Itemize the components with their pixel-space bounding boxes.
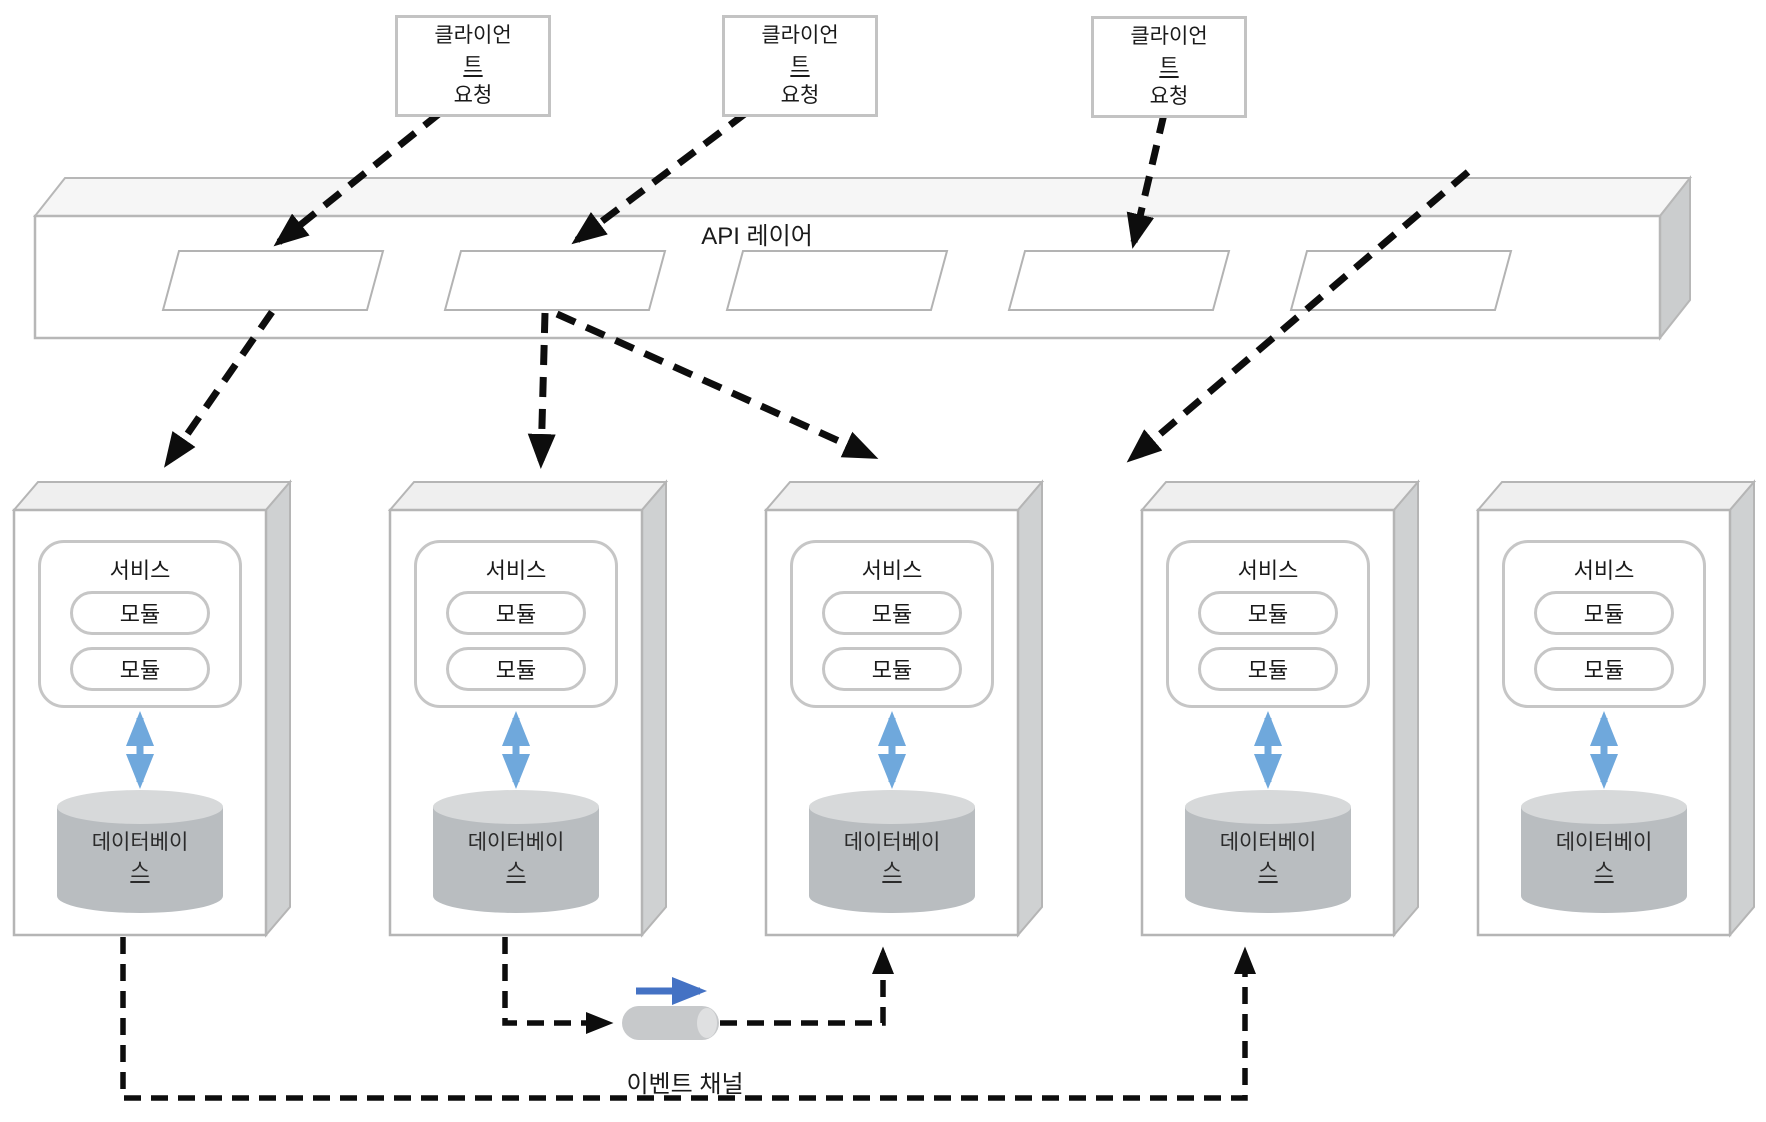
api-layer-slot-3 bbox=[725, 250, 949, 311]
database-label-line: 데이터베이 bbox=[467, 831, 565, 854]
database-cylinder-top bbox=[433, 790, 599, 824]
module-pill: 모듈 bbox=[1534, 647, 1674, 691]
client-request-label: 클라이언 bbox=[761, 24, 839, 48]
module-label: 모듈 bbox=[119, 602, 161, 627]
service-panel-2: 서비스 모듈 모듈 bbox=[414, 540, 618, 708]
database-label-line: 데이터베이 bbox=[1219, 831, 1317, 854]
service-title: 서비스 bbox=[861, 558, 923, 583]
database-cylinder-5: 데이터베이 스 bbox=[1521, 790, 1687, 913]
database-cylinder-top bbox=[57, 790, 223, 824]
api-layer-slot-5 bbox=[1289, 250, 1513, 311]
event-channel-pipe bbox=[622, 1006, 719, 1040]
module-pill: 모듈 bbox=[70, 591, 210, 635]
module-label: 모듈 bbox=[871, 602, 913, 627]
database-label: 데이터베이 스 bbox=[1185, 828, 1351, 887]
database-cylinder-top bbox=[1185, 790, 1351, 824]
module-pill: 모듈 bbox=[822, 591, 962, 635]
api-to-service4-arrow bbox=[1126, 169, 1471, 463]
service1-to-service4-event-line bbox=[120, 937, 1256, 1101]
client-request-box-2: 클라이언 트 요청 bbox=[722, 15, 878, 117]
service2-to-pipe-line bbox=[502, 937, 614, 1034]
database-label-line: 데이터베이 bbox=[91, 831, 189, 854]
client-request-label: 요청 bbox=[1149, 84, 1189, 108]
service-title: 서비스 bbox=[1573, 558, 1635, 583]
database-label-line: 스 bbox=[1594, 860, 1614, 884]
database-cylinder-1: 데이터베이 스 bbox=[57, 790, 223, 913]
database-cylinder-top bbox=[1521, 790, 1687, 824]
module-label: 모듈 bbox=[1583, 658, 1625, 683]
client-request-label: 요청 bbox=[453, 83, 493, 107]
api-layer-slot-1 bbox=[161, 250, 385, 311]
module-pill: 모듈 bbox=[1534, 591, 1674, 635]
module-pill: 모듈 bbox=[1198, 647, 1338, 691]
service-panel-4: 서비스 모듈 모듈 bbox=[1166, 540, 1370, 708]
service-title: 서비스 bbox=[109, 558, 171, 583]
module-label: 모듈 bbox=[119, 658, 161, 683]
database-cylinder-body bbox=[433, 807, 599, 913]
service-panel-1: 서비스 모듈 모듈 bbox=[38, 540, 242, 708]
database-cylinder-body bbox=[809, 807, 975, 913]
client-request-label: 트 bbox=[1159, 55, 1179, 79]
api-layer-bar bbox=[32, 175, 1693, 341]
service-panel-5: 서비스 모듈 모듈 bbox=[1502, 540, 1706, 708]
module-pill: 모듈 bbox=[822, 647, 962, 691]
client-request-label: 트 bbox=[463, 54, 483, 78]
api-layer-slot-2 bbox=[443, 250, 667, 311]
module-pill: 모듈 bbox=[446, 647, 586, 691]
module-label: 모듈 bbox=[871, 658, 913, 683]
database-label-line: 데이터베이 bbox=[1555, 831, 1653, 854]
service-title: 서비스 bbox=[485, 558, 547, 583]
client2-to-api-arrow bbox=[571, 110, 749, 245]
database-label-line: 데이터베이 bbox=[843, 831, 941, 854]
module-label: 모듈 bbox=[1247, 602, 1289, 627]
event-channel-label: 이벤트 채널 bbox=[626, 1071, 744, 1098]
client3-to-api-arrow bbox=[1126, 113, 1168, 249]
client-request-label: 요청 bbox=[780, 83, 820, 107]
service-panel-3: 서비스 모듈 모듈 bbox=[790, 540, 994, 708]
client1-to-api-arrow bbox=[273, 110, 443, 247]
database-cylinder-body bbox=[1185, 807, 1351, 913]
api-layer-slot-4 bbox=[1007, 250, 1231, 311]
client-request-box-3: 클라이언 트 요청 bbox=[1091, 16, 1247, 118]
module-label: 모듈 bbox=[1247, 658, 1289, 683]
client-request-label: 트 bbox=[790, 54, 810, 78]
database-label: 데이터베이 스 bbox=[809, 828, 975, 887]
database-label: 데이터베이 스 bbox=[1521, 828, 1687, 887]
module-label: 모듈 bbox=[495, 658, 537, 683]
database-cylinder-3: 데이터베이 스 bbox=[809, 790, 975, 913]
database-label-line: 스 bbox=[130, 860, 150, 884]
client-request-label: 클라이언 bbox=[1130, 25, 1208, 49]
module-pill: 모듈 bbox=[1198, 591, 1338, 635]
database-cylinder-body bbox=[57, 807, 223, 913]
database-label: 데이터베이 스 bbox=[433, 828, 599, 887]
service-title: 서비스 bbox=[1237, 558, 1299, 583]
client-request-box-1: 클라이언 트 요청 bbox=[395, 15, 551, 117]
api-to-service2-arrow bbox=[527, 312, 556, 469]
module-pill: 모듈 bbox=[70, 647, 210, 691]
module-label: 모듈 bbox=[495, 602, 537, 627]
database-label: 데이터베이 스 bbox=[57, 828, 223, 887]
database-label-line: 스 bbox=[882, 860, 902, 884]
client-request-label: 클라이언 bbox=[434, 24, 512, 48]
database-cylinder-top bbox=[809, 790, 975, 824]
pipe-to-service3-line bbox=[720, 946, 894, 1026]
database-label-line: 스 bbox=[1258, 860, 1278, 884]
database-cylinder-2: 데이터베이 스 bbox=[433, 790, 599, 913]
database-cylinder-4: 데이터베이 스 bbox=[1185, 790, 1351, 913]
module-label: 모듈 bbox=[1583, 602, 1625, 627]
api-to-service3-arrow bbox=[555, 310, 879, 460]
module-pill: 모듈 bbox=[446, 591, 586, 635]
database-label-line: 스 bbox=[506, 860, 526, 884]
database-cylinder-body bbox=[1521, 807, 1687, 913]
api-layer-label: API 레이어 bbox=[701, 223, 813, 250]
